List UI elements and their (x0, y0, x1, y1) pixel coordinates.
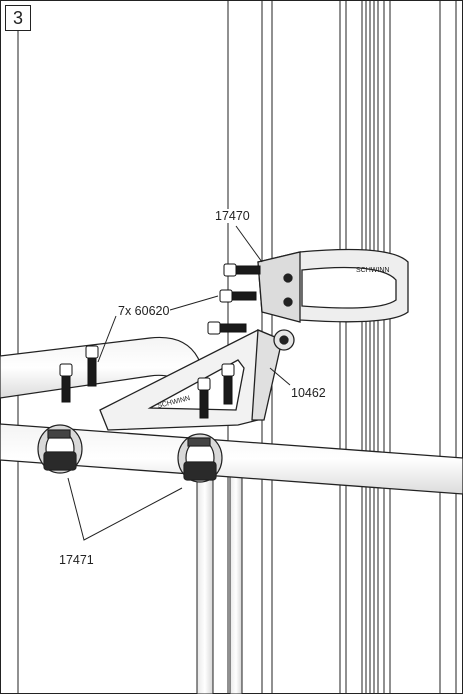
step-number-box: 3 (5, 5, 31, 31)
screw-3 (207, 321, 247, 335)
bracket-10462: SCHWINN (99, 329, 283, 431)
leader-60620-b (97, 315, 117, 363)
leader-17471 (67, 477, 183, 541)
callout-17471: 17471 (58, 553, 95, 567)
leader-17470 (235, 225, 263, 263)
screw-6 (197, 377, 211, 419)
leader-lines (67, 225, 291, 541)
clamp-17470: SCHWINN (257, 248, 409, 351)
clamp-17471-left (37, 424, 83, 474)
screw-1 (223, 263, 261, 277)
step-number: 3 (12, 7, 23, 28)
screw-2 (219, 289, 257, 303)
screws-60620 (59, 263, 261, 419)
leader-60620-a (169, 295, 219, 311)
leader-10462 (269, 367, 291, 386)
horizontal-tube (0, 423, 463, 495)
clamp-17471-right (177, 433, 223, 483)
screw-7 (221, 363, 235, 405)
callout-60620: 7x 60620 (117, 304, 171, 318)
screw-5 (85, 345, 99, 387)
callout-17470: 17470 (214, 209, 251, 223)
clamp-brand-mark: SCHWINN (356, 267, 389, 274)
callout-10462: 10462 (290, 386, 327, 400)
upright-frame (17, 0, 457, 694)
screw-4 (59, 363, 73, 403)
